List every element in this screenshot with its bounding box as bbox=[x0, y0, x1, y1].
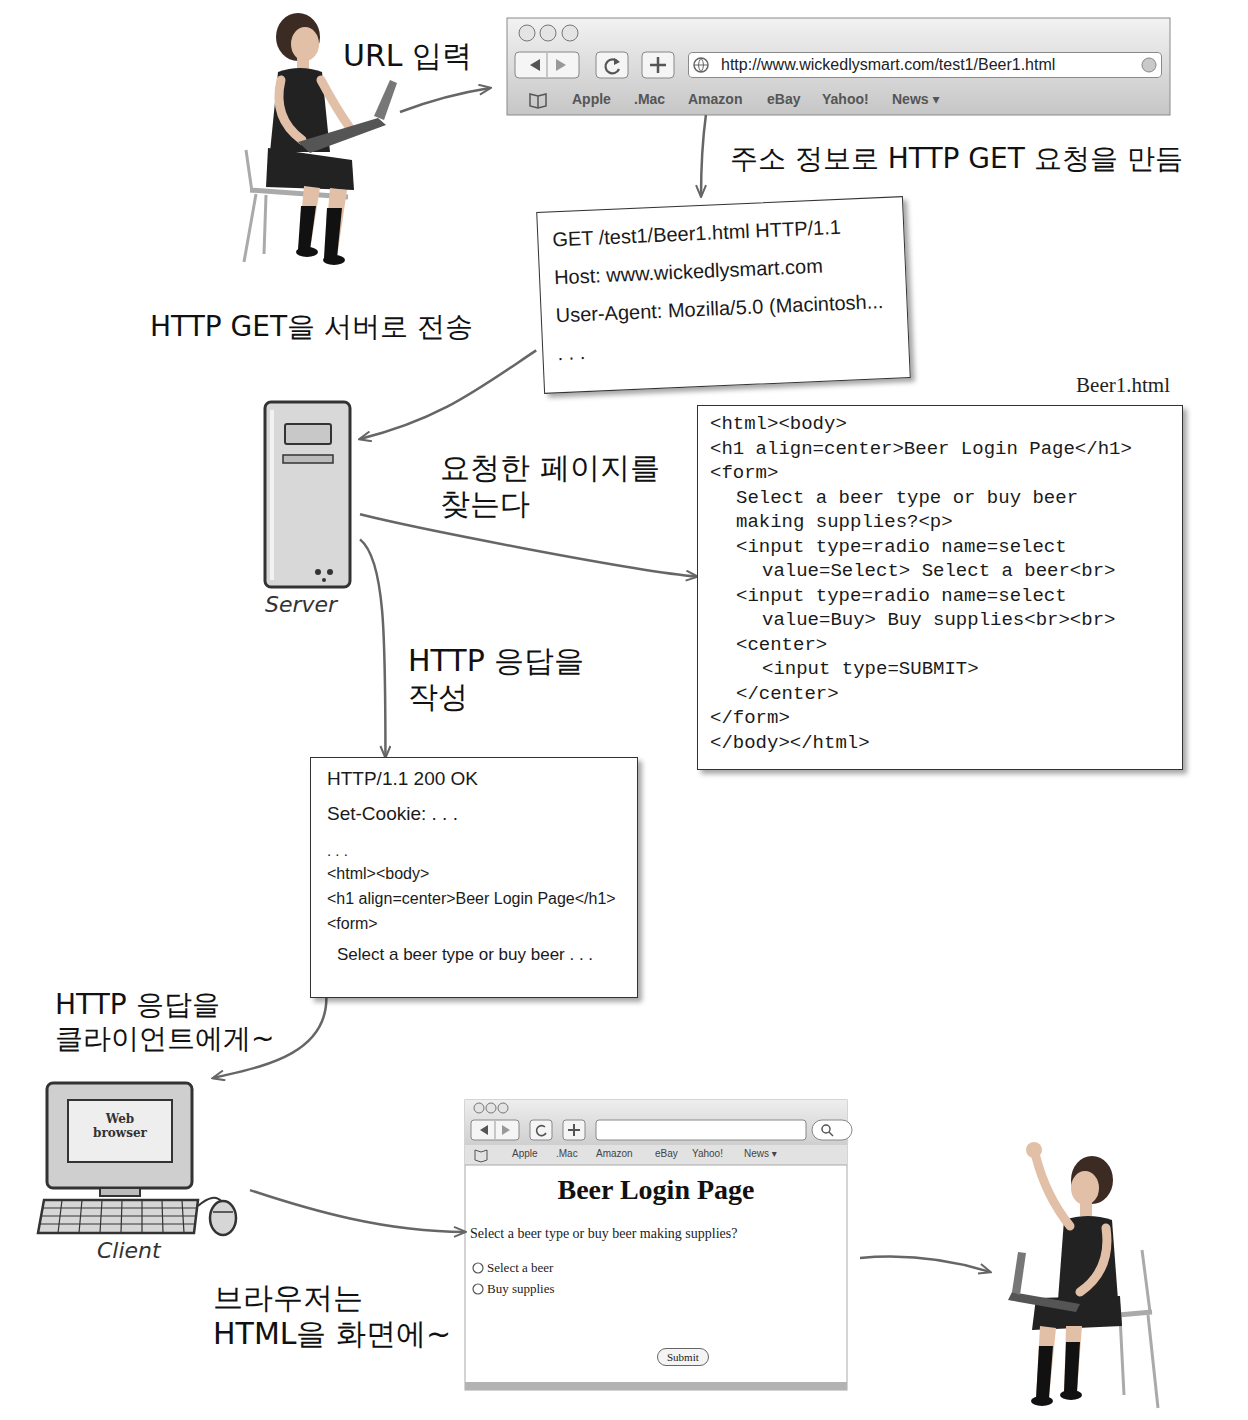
url-text: http://www.wickedlysmart.com/test1/Beer1… bbox=[721, 55, 1055, 75]
page-text: Yahoo! bbox=[692, 1148, 723, 1159]
page-text: Amazon bbox=[596, 1148, 633, 1159]
leader-arrow bbox=[860, 1257, 990, 1272]
submit-button: Submit bbox=[657, 1348, 709, 1366]
page-text: Select a beer type or buy beer making su… bbox=[470, 1226, 737, 1242]
code-line: <input type=radio name=select bbox=[710, 535, 1168, 560]
screen-text: Web browser bbox=[85, 1112, 155, 1140]
response-line: HTTP/1.1 200 OK bbox=[327, 766, 621, 791]
edge-label: HTTP 응답을 클라이언트에게~ bbox=[55, 988, 295, 1055]
button-text: Submit bbox=[667, 1350, 699, 1364]
html-file-box: Beer1.html<html><body><h1 align=center>B… bbox=[697, 405, 1183, 770]
request-line: User-Agent: Mozilla/5.0 (Macintosh... bbox=[555, 282, 887, 334]
code-line: <input type=SUBMIT> bbox=[710, 657, 1168, 682]
code-line: </body></html> bbox=[710, 731, 1168, 756]
response-line: <html><body> bbox=[327, 861, 621, 886]
client-computer bbox=[38, 1083, 236, 1235]
flow-arrow bbox=[360, 539, 385, 757]
server-label: Server bbox=[265, 592, 337, 617]
edge-label: 브라우저는 HTML을 화면에~ bbox=[213, 1280, 473, 1352]
bookmark-text: eBay bbox=[767, 91, 800, 107]
bookmark-text: Amazon bbox=[688, 91, 742, 107]
response-line: <h1 align=center>Beer Login Page</h1> bbox=[327, 886, 621, 911]
client-node: Web browserClient bbox=[35, 1078, 250, 1268]
request-line: GET /test1/Beer1.html HTTP/1.1 bbox=[552, 206, 884, 258]
code-line: value=Select> Select a beer<br> bbox=[710, 559, 1168, 584]
flow-arrow bbox=[701, 115, 706, 196]
edge-label: 요청한 페이지를 찾는다 bbox=[440, 450, 690, 522]
page-text: eBay bbox=[655, 1148, 678, 1159]
code-line: <html><body> bbox=[710, 412, 1168, 437]
code-line: <input type=radio name=select bbox=[710, 584, 1168, 609]
code-line: value=Buy> Buy supplies<br><br> bbox=[710, 608, 1168, 633]
request-line: Host: www.wickedlysmart.com bbox=[553, 244, 885, 296]
server-node: Server bbox=[255, 398, 360, 626]
bookmark-text: Apple bbox=[572, 91, 611, 107]
browser-window: Apple .Mac Amazon eBay Yahoo! News ▾ http://ww… bbox=[507, 18, 1170, 115]
response-line: Set-Cookie: . . . bbox=[327, 801, 621, 826]
radio-label: Buy supplies bbox=[487, 1281, 555, 1297]
leader-arrow bbox=[400, 88, 490, 112]
code-line: making supplies?<p> bbox=[710, 510, 1168, 535]
flow-arrow bbox=[250, 1190, 465, 1232]
page-text: Apple bbox=[512, 1148, 538, 1159]
code-line: </form> bbox=[710, 706, 1168, 731]
code-line: Select a beer type or buy beer bbox=[710, 486, 1168, 511]
page-heading: Beer Login Page bbox=[465, 1174, 847, 1206]
code-line: </center> bbox=[710, 682, 1168, 707]
server-tower bbox=[265, 402, 350, 587]
edge-label: HTTP 응답을 작성 bbox=[408, 643, 608, 715]
edge-label: 주소 정보로 HTTP GET 요청을 만듬 bbox=[730, 142, 1183, 176]
bookmark-text: News ▾ bbox=[892, 91, 940, 107]
woman-figure bbox=[1008, 1142, 1158, 1408]
code-line: <form> bbox=[710, 461, 1168, 486]
page-text: News ▾ bbox=[744, 1148, 777, 1159]
client-label: Client bbox=[97, 1238, 161, 1263]
request-line: . . . bbox=[557, 320, 889, 372]
edge-label: HTTP GET을 서버로 전송 bbox=[150, 310, 473, 344]
response-line: Select a beer type or buy beer . . . bbox=[327, 942, 621, 967]
rendered-page: Apple .Mac Amazon eBay Yahoo! News ▾ Beer Logi… bbox=[465, 1100, 851, 1390]
flow-arrow bbox=[360, 350, 536, 439]
browser-chrome bbox=[507, 18, 1170, 115]
radio-label: Select a beer bbox=[487, 1260, 553, 1276]
response-line: . . . bbox=[327, 838, 621, 863]
file-name: Beer1.html bbox=[1076, 373, 1170, 398]
bookmark-text: Yahoo! bbox=[822, 91, 869, 107]
flow-arrow bbox=[360, 514, 697, 576]
page-text: .Mac bbox=[556, 1148, 578, 1159]
step-label: URL 입력 bbox=[343, 38, 472, 74]
code-line: <center> bbox=[710, 633, 1168, 658]
url-field: http://www.wickedlysmart.com/test1/Beer1… bbox=[688, 52, 1162, 78]
bookmark-text: .Mac bbox=[634, 91, 665, 107]
code-line: <h1 align=center>Beer Login Page</h1> bbox=[710, 437, 1168, 462]
http-request-box: GET /test1/Beer1.html HTTP/1.1Host: www.… bbox=[536, 196, 911, 394]
response-line: <form> bbox=[327, 911, 621, 936]
browser-page bbox=[465, 1100, 852, 1390]
http-response-box: HTTP/1.1 200 OK Set-Cookie: . . . . . .<ht… bbox=[310, 757, 638, 998]
